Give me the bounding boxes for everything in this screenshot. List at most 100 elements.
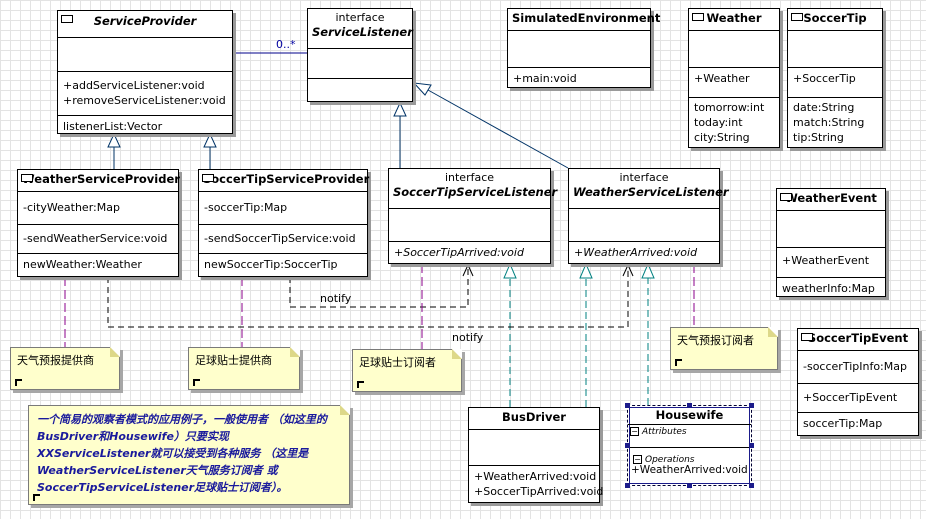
- collapse-icon[interactable]: −: [630, 427, 639, 436]
- operations-compartment: +main:void: [508, 68, 650, 88]
- attribute: match:String: [793, 116, 865, 129]
- interface-weather-service-listener[interactable]: interface WeatherServiceListener +Weathe…: [568, 168, 729, 264]
- resize-handle[interactable]: [625, 483, 630, 488]
- note-description[interactable]: 一个简易的观察者模式的应用例子，一般使用者 （如这里的BusDriver和Hou…: [28, 405, 350, 505]
- notify-dependency-line: [107, 268, 629, 328]
- class-bus-driver[interactable]: BusDriver +WeatherArrived:void +SoccerTi…: [468, 407, 604, 503]
- realization-arrow: [503, 262, 517, 279]
- operation: -sendSoccerTipService:void: [204, 232, 356, 245]
- note-icon: [15, 379, 22, 386]
- properties-compartment: soccerTip:Map: [798, 413, 918, 433]
- collapse-icon[interactable]: −: [633, 455, 642, 464]
- attributes-label: Attributes: [642, 427, 687, 437]
- operations-compartment: +WeatherArrived:void +SoccerTipArrived:v…: [469, 466, 604, 501]
- notify-label: notify: [320, 292, 352, 305]
- class-icon: [791, 13, 803, 21]
- interface-soccer-tip-service-listener[interactable]: interface SoccerTipServiceListener +Socc…: [388, 168, 557, 264]
- note-icon: [193, 379, 200, 386]
- attribute: tip:String: [793, 131, 844, 144]
- interface-service-listener[interactable]: interface ServiceListener: [307, 8, 413, 102]
- operations-compartment: +WeatherArrived:void: [569, 242, 719, 262]
- note-line: 一个简易的观察者模式的应用例子，一般使用者: [37, 413, 268, 426]
- empty-compartment: [308, 49, 412, 79]
- operations-compartment: -sendWeatherService:void: [18, 225, 178, 254]
- operations-compartment: +WeatherEvent: [777, 248, 885, 278]
- resize-handle[interactable]: [625, 443, 630, 448]
- class-icon: [692, 13, 704, 21]
- class-name: SoccerTip: [803, 11, 867, 25]
- notify-arrow: [462, 263, 474, 277]
- attributes-compartment: -cityWeather:Map: [18, 192, 178, 225]
- class-name: BusDriver: [502, 410, 566, 424]
- resize-handle[interactable]: [625, 403, 630, 408]
- class-soccer-tip-service-provider[interactable]: SoccerTipServiceProvider -soccerTip:Map …: [198, 169, 370, 277]
- attributes-compartment: -soccerTip:Map: [199, 192, 367, 225]
- operations-compartment: +SoccerTip: [788, 68, 882, 98]
- empty-compartment: [58, 38, 232, 72]
- attributes-compartment: weatherInfo:Map: [777, 278, 885, 298]
- operation: -sendWeatherService:void: [23, 232, 168, 245]
- note-icon: [357, 381, 364, 388]
- class-service-provider[interactable]: ServiceProvider +addServiceListener:void…: [57, 10, 233, 134]
- class-weather[interactable]: Weather +Weather tomorrow:int today:int …: [688, 8, 780, 148]
- notify-dependency-line: [289, 268, 469, 308]
- operation: +WeatherArrived:void: [574, 246, 698, 259]
- operation: +addServiceListener:void: [63, 79, 205, 92]
- operation: +SoccerTipArrived:void: [474, 485, 604, 498]
- note-icon: [33, 494, 40, 501]
- attribute: date:String: [793, 101, 855, 114]
- property: newSoccerTip:SoccerTip: [204, 258, 338, 271]
- empty-compartment: [469, 430, 599, 466]
- note-line: XXServiceListener就可以接受到各种服务: [37, 447, 261, 460]
- resize-handle[interactable]: [687, 483, 692, 488]
- empty-compartment: [308, 79, 412, 83]
- operation: +main:void: [513, 72, 577, 85]
- class-name: WeatherEvent: [785, 191, 877, 205]
- class-icon: [780, 193, 792, 201]
- operation: +WeatherEvent: [782, 254, 870, 267]
- class-housewife[interactable]: Housewife −Attributes −Operations +Weath…: [625, 403, 754, 488]
- attributes-compartment: listenerList:Vector: [58, 116, 232, 136]
- class-name: WeatherServiceProvider: [22, 172, 180, 186]
- class-simulated-environment[interactable]: SimulatedEnvironment +main:void: [507, 8, 660, 88]
- note-soccer-provider[interactable]: 足球贴士提供商: [188, 347, 300, 390]
- realization-arrow: [641, 262, 655, 279]
- operation: +WeatherArrived:void: [474, 470, 597, 483]
- operations-compartment: +SoccerTipEvent: [798, 384, 918, 413]
- empty-compartment: [777, 211, 885, 248]
- empty-compartment: [569, 209, 719, 242]
- empty-compartment: [788, 31, 882, 68]
- class-name: SoccerTipServiceProvider: [203, 172, 370, 186]
- resize-handle[interactable]: [749, 483, 754, 488]
- class-soccer-tip[interactable]: SoccerTip +SoccerTip date:String match:S…: [787, 8, 883, 148]
- class-soccer-tip-event[interactable]: SoccerTipEvent -soccerTipInfo:Map +Socce…: [797, 328, 919, 436]
- operation: +SoccerTipArrived:void: [394, 246, 524, 259]
- attributes-compartment: tomorrow:int today:int city:String: [689, 98, 779, 147]
- stereotype: interface: [335, 11, 385, 24]
- operation: +SoccerTipEvent: [803, 391, 898, 404]
- property: soccerTip:Map: [803, 417, 883, 430]
- note-line: （如这里的BusDriver和Housewife）只要实现: [37, 413, 327, 443]
- resize-handle[interactable]: [687, 403, 692, 408]
- resize-handle[interactable]: [749, 403, 754, 408]
- class-name: SoccerTipEvent: [807, 331, 909, 345]
- generalization-arrow: [412, 82, 432, 96]
- attributes-compartment: date:String match:String tip:String: [788, 98, 882, 147]
- property: newWeather:Weather: [23, 258, 142, 271]
- operations-compartment: −Operations +WeatherArrived:void: [628, 448, 751, 480]
- operation: +WeatherArrived:void: [631, 464, 748, 476]
- class-weather-event[interactable]: WeatherEvent +WeatherEvent weatherInfo:M…: [776, 188, 886, 297]
- generalization-arrow: [203, 132, 217, 148]
- note-weather-subscriber[interactable]: 天气预报订阅者: [670, 327, 778, 370]
- note-soccer-subscriber[interactable]: 足球贴士订阅者: [352, 349, 462, 392]
- note-text: 天气预报提供商: [17, 354, 94, 367]
- class-weather-service-provider[interactable]: WeatherServiceProvider -cityWeather:Map …: [17, 169, 180, 277]
- note-weather-provider[interactable]: 天气预报提供商: [10, 347, 120, 390]
- notify-arrow: [622, 263, 634, 277]
- resize-handle[interactable]: [749, 443, 754, 448]
- class-icon: [61, 15, 73, 23]
- generalization-line: [427, 89, 569, 169]
- properties-compartment: newWeather:Weather: [18, 254, 178, 274]
- attribute: today:int: [694, 116, 743, 129]
- operation: +SoccerTip: [793, 72, 856, 85]
